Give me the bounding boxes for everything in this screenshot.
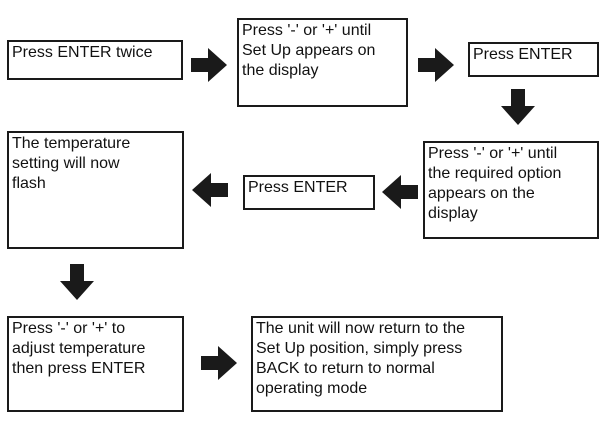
arrow-polygon xyxy=(382,175,418,209)
arrow-right-icon xyxy=(199,343,239,383)
arrow-shape xyxy=(192,173,228,207)
arrow-polygon xyxy=(60,264,94,300)
arrow-left-icon xyxy=(380,172,420,212)
arrow-shape xyxy=(418,48,454,82)
arrow-shape xyxy=(60,264,94,300)
step-press-enter-first: Press ENTER xyxy=(468,42,599,77)
arrow-shape xyxy=(382,175,418,209)
arrow-polygon xyxy=(191,48,227,82)
arrow-right-icon xyxy=(189,45,229,85)
step-temperature-flash: The temperature setting will now flash xyxy=(7,131,184,249)
step-return-to-setup: The unit will now return to the Set Up p… xyxy=(251,316,503,412)
arrow-shape xyxy=(201,346,237,380)
arrow-polygon xyxy=(201,346,237,380)
arrow-left-icon xyxy=(190,170,230,210)
arrow-down-icon xyxy=(498,87,538,127)
step-adjust-temperature: Press '-' or '+' to adjust temperature t… xyxy=(7,316,184,412)
arrow-shape xyxy=(501,89,535,125)
arrow-polygon xyxy=(501,89,535,125)
step-press-enter-twice: Press ENTER twice xyxy=(7,40,183,80)
arrow-polygon xyxy=(192,173,228,207)
step-press-enter-second: Press ENTER xyxy=(243,175,375,210)
arrow-polygon xyxy=(418,48,454,82)
step-select-setup: Press '-' or '+' until Set Up appears on… xyxy=(237,18,408,107)
arrow-shape xyxy=(191,48,227,82)
arrow-down-icon xyxy=(57,262,97,302)
arrow-right-icon xyxy=(416,45,456,85)
step-select-option: Press '-' or '+' until the required opti… xyxy=(423,141,599,239)
